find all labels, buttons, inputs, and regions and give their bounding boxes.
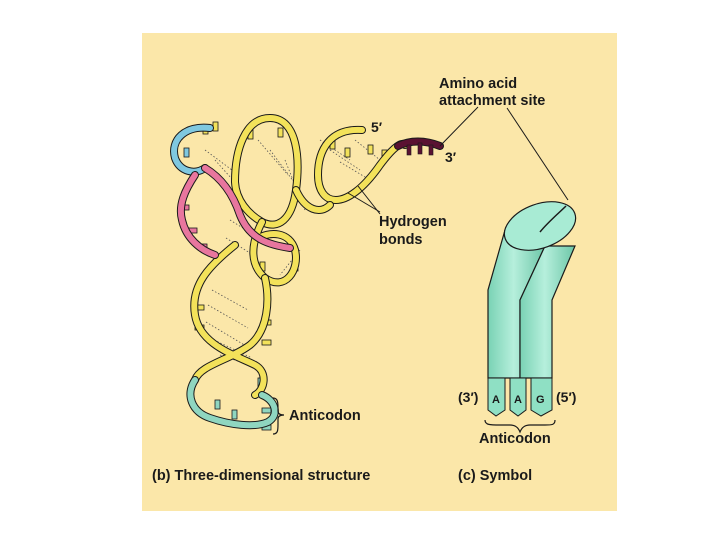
caption-c: (c) Symbol [458,468,532,484]
label-hydrogen: Hydrogen [379,214,447,230]
label-attachment-site: attachment site [439,93,545,109]
label-3-prime: 3′ [445,149,457,165]
anticodon-base-2: A [514,394,522,406]
hydrogen-bond-lines [204,139,381,369]
trna-3d-structure [170,106,569,435]
label-anticodon-symbol: Anticodon [479,431,551,447]
label-anticodon-3d: Anticodon [289,408,361,424]
anticodon-base-1: A [492,394,500,406]
leader-lines [347,106,569,215]
trna-symbol [484,201,577,434]
symbol-anticodon-pegs [487,377,553,417]
trna-figure-panel: Amino acid attachment site 5′ 3′ Hydroge… [142,33,617,511]
label-symbol-3-prime: (3′) [458,389,478,405]
label-symbol-5-prime: (5′) [556,389,576,405]
anticodon-brace [272,397,285,435]
symbol-anticodon-brace [484,419,556,434]
terminus-pegs [406,142,434,156]
caption-b: (b) Three-dimensional structure [152,468,370,484]
label-bonds: bonds [379,232,423,248]
anticodon-base-3: G [536,394,545,406]
label-amino-acid: Amino acid [439,76,517,92]
label-5-prime: 5′ [371,119,383,135]
